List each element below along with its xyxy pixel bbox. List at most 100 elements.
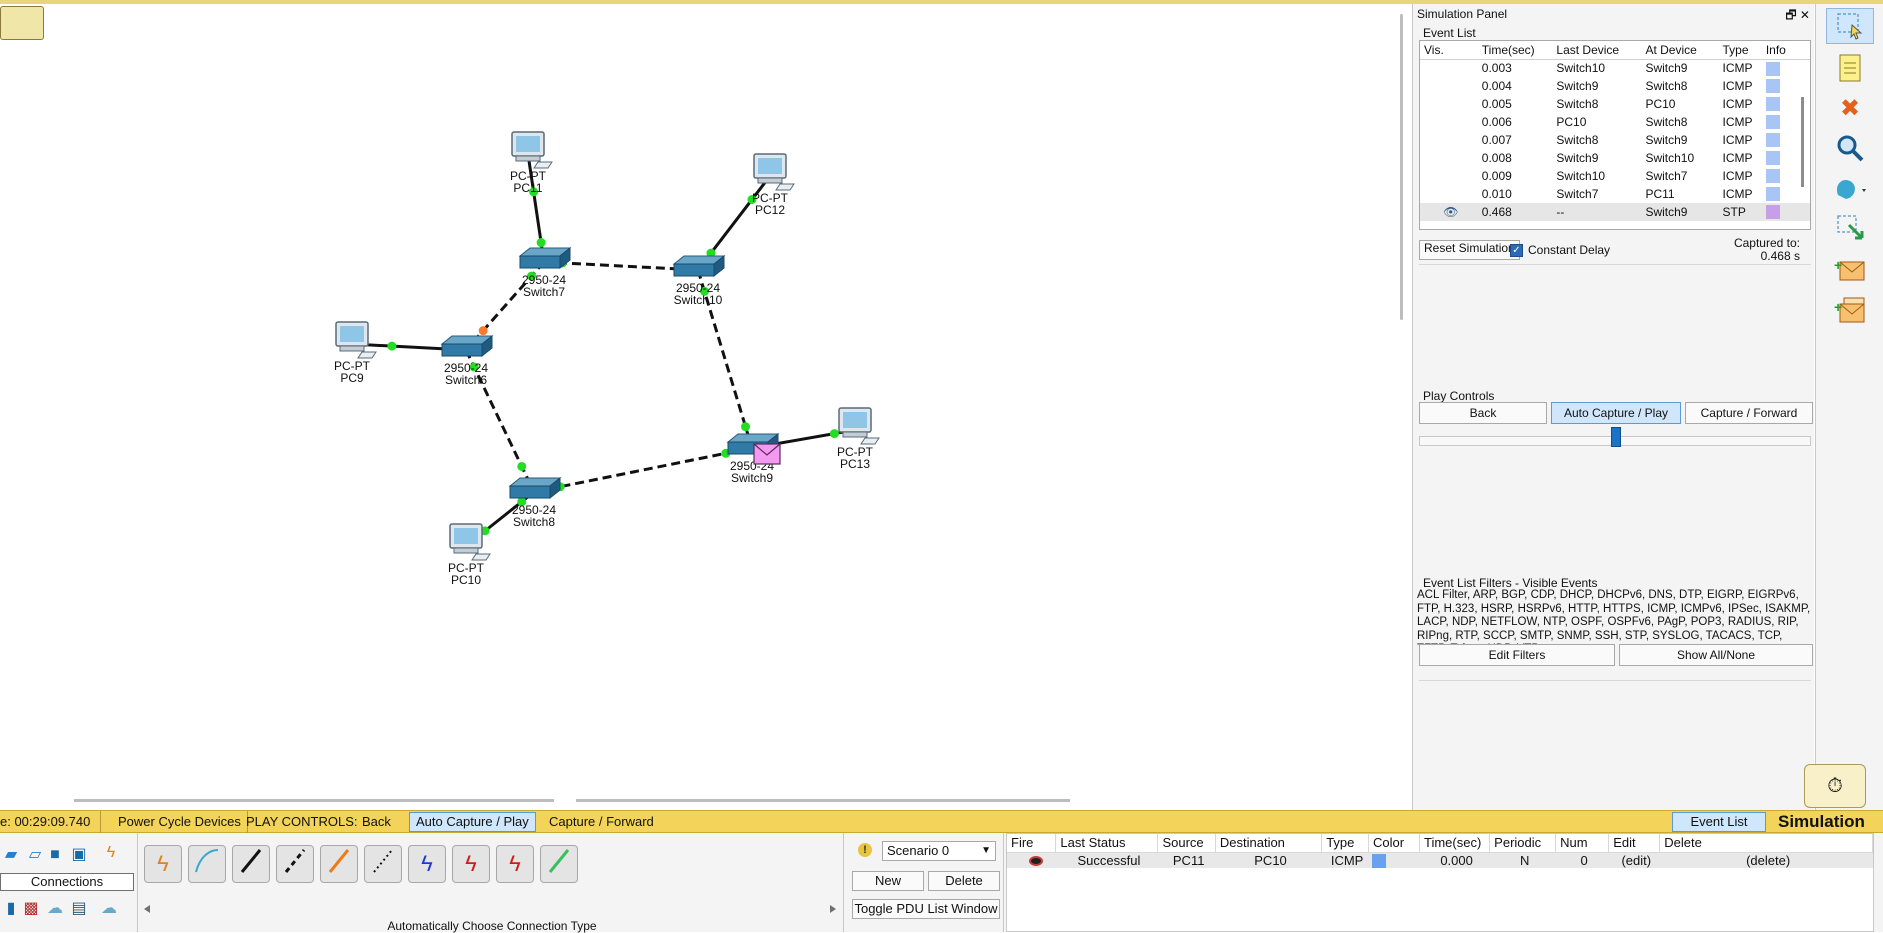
complex-pdu-icon[interactable]: + — [1826, 292, 1874, 328]
delete-scenario-button[interactable]: Delete — [928, 871, 1000, 891]
octal-cable-icon[interactable] — [540, 845, 578, 883]
link-switch7-switch10[interactable] — [543, 260, 699, 272]
statusbar-auto-capture-button[interactable]: Auto Capture / Play — [409, 812, 536, 832]
simulation-mode-tab[interactable]: Simulation — [1778, 812, 1865, 831]
event-info-cell[interactable] — [1762, 95, 1810, 113]
serial-dce-icon[interactable]: ϟ — [452, 845, 490, 883]
pdu-column-header[interactable]: Destination — [1215, 834, 1323, 853]
checkbox-checked-icon[interactable]: ✓ — [1510, 243, 1523, 257]
pdu-column-header[interactable]: Fire — [1007, 834, 1057, 853]
coaxial-icon[interactable]: ϟ — [408, 845, 446, 883]
constant-delay-checkbox[interactable]: ✓ Constant Delay — [1510, 243, 1610, 257]
event-info-cell[interactable] — [1762, 59, 1810, 77]
event-info-color-icon[interactable] — [1765, 133, 1780, 148]
info-icon[interactable]: ! — [858, 843, 872, 857]
link-switch8-switch9[interactable] — [533, 446, 753, 494]
security-device-icon[interactable]: ▩ — [23, 900, 39, 917]
console-cable-icon[interactable] — [188, 845, 226, 883]
event-info-cell[interactable] — [1762, 185, 1810, 203]
fiber-icon[interactable] — [320, 845, 358, 883]
multiuser-icon[interactable]: ☁ — [101, 900, 117, 917]
phone-cable-icon[interactable] — [364, 845, 402, 883]
pdu-column-header[interactable]: Color — [1368, 834, 1421, 853]
event-info-color-icon[interactable] — [1765, 187, 1780, 202]
event-info-color-icon[interactable] — [1765, 79, 1780, 94]
topology-canvas[interactable]: PC-PTPC11PC-PTPC12PC-PTPC9PC-PTPC13PC-PT… — [0, 4, 1408, 810]
copper-cross-icon[interactable] — [276, 845, 314, 883]
event-list-toggle-button[interactable]: Event List — [1672, 812, 1766, 832]
event-column-header[interactable]: Vis. — [1420, 41, 1478, 60]
workspace-corner-icon[interactable] — [0, 6, 44, 40]
event-info-cell[interactable] — [1762, 131, 1810, 149]
pdu-fire-cell[interactable] — [1007, 852, 1056, 869]
serial-dte-icon[interactable]: ϟ — [496, 845, 534, 883]
workspace-vertical-scrollbar[interactable] — [1400, 14, 1403, 320]
show-all-none-button[interactable]: Show All/None — [1619, 644, 1813, 666]
power-cycle-devices-button[interactable]: Power Cycle Devices — [112, 811, 248, 833]
pdu-column-header[interactable]: Type — [1321, 834, 1369, 853]
pdu-column-header[interactable]: Num — [1555, 834, 1610, 853]
pdu-column-header[interactable]: Time(sec) — [1419, 834, 1491, 853]
event-column-header[interactable]: Type — [1718, 41, 1762, 60]
link-switch10-switch9[interactable] — [696, 269, 754, 449]
toggle-pdu-list-button[interactable]: Toggle PDU List Window — [852, 899, 1000, 919]
pdu-cell-edit[interactable]: (edit) — [1608, 852, 1660, 869]
pdu-column-header[interactable]: Periodic — [1489, 834, 1557, 853]
note-icon[interactable] — [1826, 50, 1874, 86]
resize-icon[interactable] — [1826, 210, 1874, 246]
event-info-color-icon[interactable] — [1765, 151, 1780, 166]
event-column-header[interactable]: Last Device — [1552, 41, 1642, 60]
delete-icon[interactable]: ✖ — [1839, 94, 1861, 122]
end-device-icon[interactable]: ▮ — [6, 900, 16, 917]
wan-emulation-icon[interactable]: ☁ — [47, 900, 63, 917]
event-info-cell[interactable] — [1761, 203, 1810, 221]
scenario-dropdown[interactable]: Scenario 0 ▼ — [882, 841, 996, 861]
event-info-color-icon[interactable] — [1765, 205, 1780, 220]
event-info-color-icon[interactable] — [1765, 61, 1780, 76]
statusbar-capture-forward-button[interactable]: Capture / Forward — [549, 814, 654, 829]
auto-capture-play-button[interactable]: Auto Capture / Play — [1551, 402, 1681, 424]
pdu-column-header[interactable]: Edit — [1608, 834, 1661, 853]
new-scenario-button[interactable]: New — [852, 871, 924, 891]
event-info-cell[interactable] — [1762, 149, 1810, 167]
pdu-column-header[interactable]: Delete — [1659, 834, 1873, 853]
fire-indicator-icon[interactable] — [1029, 856, 1043, 867]
pdu-column-header[interactable]: Last Status — [1055, 834, 1159, 853]
auto-connection-icon[interactable]: ϟ — [144, 845, 182, 883]
statusbar-back-button[interactable]: Back — [362, 814, 391, 829]
event-list-scrollbar[interactable] — [1801, 97, 1804, 187]
event-info-color-icon[interactable] — [1765, 115, 1780, 130]
wireless-category-icon[interactable]: ▣ — [71, 846, 87, 863]
workspace-horizontal-scrollbar-right[interactable] — [576, 799, 1070, 802]
event-info-cell[interactable] — [1762, 167, 1810, 185]
pdu-column-header[interactable]: Source — [1157, 834, 1216, 853]
inspect-icon[interactable] — [1826, 130, 1874, 166]
draw-shape-icon[interactable] — [1826, 170, 1874, 206]
panel-window-controls[interactable]: 🗗 ✕ — [1785, 8, 1810, 22]
edit-filters-button[interactable]: Edit Filters — [1419, 644, 1615, 666]
play-speed-slider-thumb[interactable] — [1611, 427, 1621, 447]
custom-device-icon[interactable]: ▤ — [71, 900, 87, 917]
back-button[interactable]: Back — [1419, 402, 1547, 424]
event-info-color-icon[interactable] — [1765, 169, 1780, 184]
workspace-horizontal-scrollbar-left[interactable] — [74, 799, 554, 802]
